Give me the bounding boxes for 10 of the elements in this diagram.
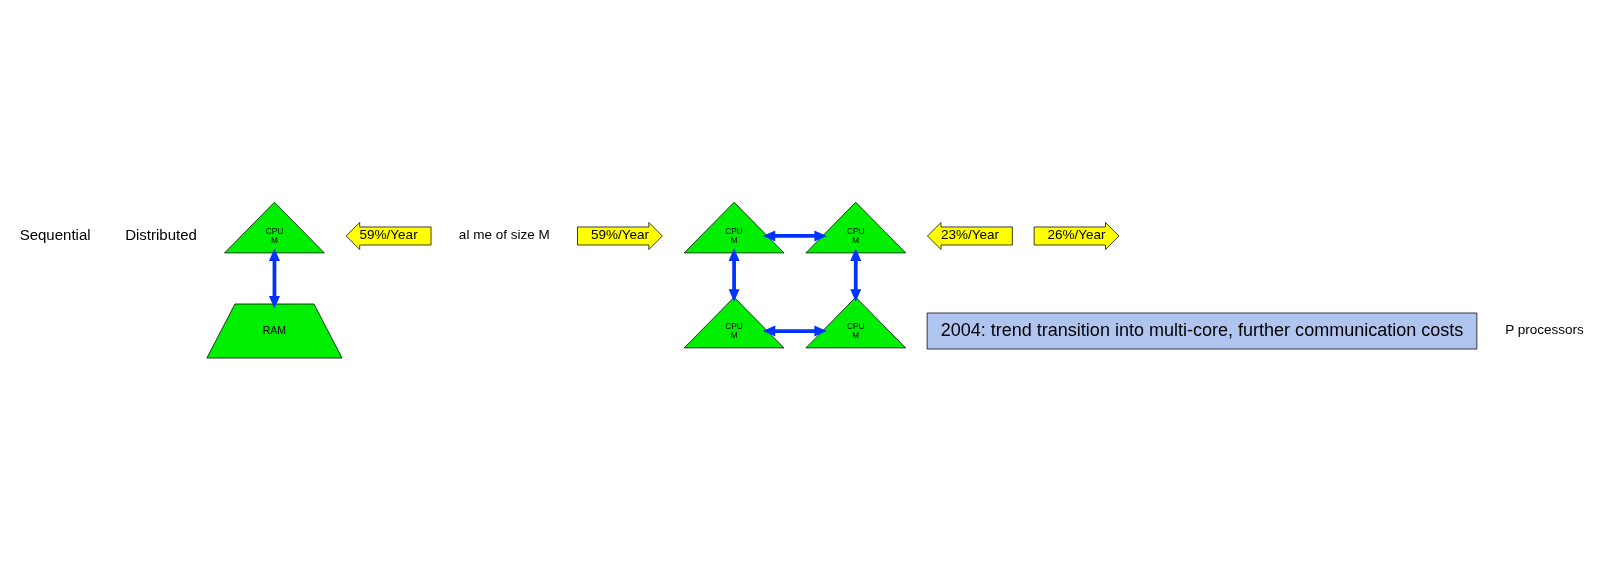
label: Sequential xyxy=(19,225,91,243)
node-box: 2004: trend transition into multi-core, further communication costs xyxy=(926,312,1478,349)
arrow xyxy=(762,325,827,336)
arrow xyxy=(762,230,827,241)
arrow xyxy=(850,247,862,302)
label: Distributed xyxy=(125,225,197,243)
arrow xyxy=(268,247,280,309)
label: P processors xyxy=(1505,321,1584,337)
arrow xyxy=(728,247,740,302)
label: al me of size M xyxy=(458,226,550,242)
